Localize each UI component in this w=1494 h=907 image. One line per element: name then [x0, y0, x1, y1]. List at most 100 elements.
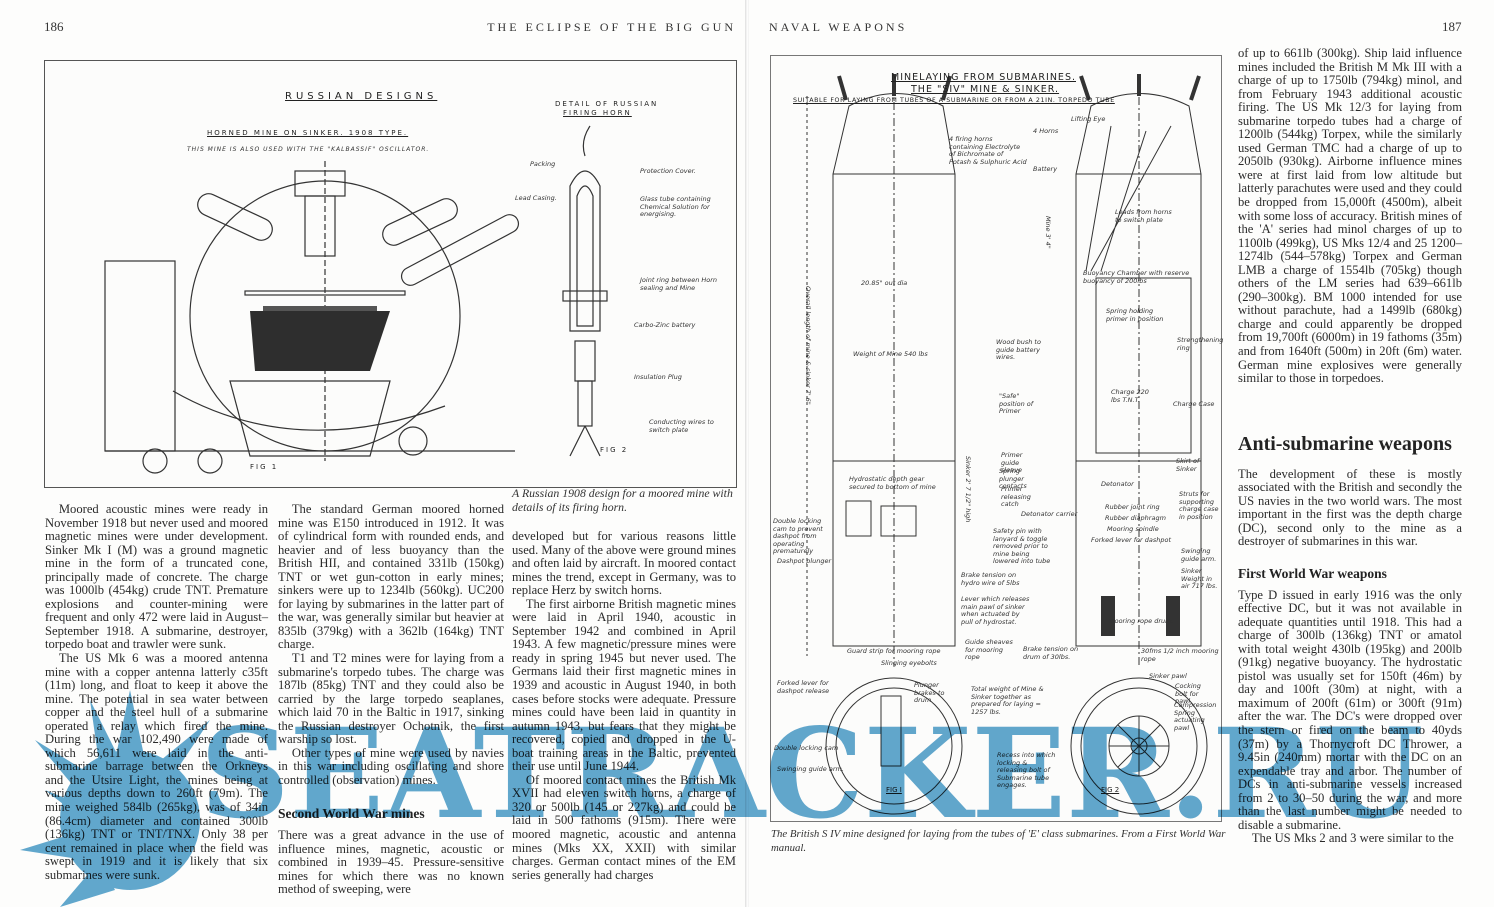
- label-swinging-guide: Swinging guide arm.: [777, 765, 844, 773]
- subheading-ww1-weapons: First World War weapons: [1238, 565, 1387, 581]
- label-cocking-bolt: Cocking bolt for pawl: [1175, 682, 1201, 705]
- label-buoyancy: Buoyancy Chamber with reserve buoyancy o…: [1083, 269, 1190, 285]
- text-column-right: of up to 661lb (300kg). Ship laid influe…: [1238, 46, 1462, 846]
- label-wood-bush: Wood bush to guide battery wires.: [996, 338, 1041, 361]
- label-firing-horns: 4 firing horns containing Electrolyte of…: [949, 135, 1027, 166]
- label-primer-sleeve: Primer guide sleeve: [1001, 451, 1023, 474]
- label-detonator-carrier: Detonator carrier: [1021, 510, 1078, 518]
- label-struts: Struts for supporting charge case in pos…: [1179, 490, 1219, 521]
- label-sinker-length: Sinker 2' 7 1/2" high: [964, 456, 972, 523]
- paragraph: The US Mks 2 and 3 were similar to the: [1251, 831, 1454, 846]
- label-detonator: Detonator: [1101, 480, 1134, 488]
- fig1-label: FIG 1: [250, 463, 279, 471]
- label-spring: Spring holding primer in position: [1106, 307, 1164, 323]
- label-conducting-wires: Conducting wires to switch plate: [649, 418, 714, 434]
- paragraph: The first airborne British magnetic mine…: [512, 596, 736, 774]
- figure-subtitle: HORNED MINE ON SINKER. 1908 TYPE.: [207, 129, 409, 137]
- fig1-label-right: FIG I: [886, 786, 902, 794]
- label-forked-release: Forked lever for dashpot release: [777, 679, 830, 695]
- right-page: NAVAL WEAPONS 187: [749, 0, 1494, 907]
- label-weight-mine: Weight of Mine 540 lbs: [853, 350, 928, 358]
- label-primer-catch: Primer releasing catch: [1001, 485, 1031, 508]
- paragraph: The development of these is mostly assoc…: [1238, 466, 1462, 549]
- fig2-label: FIG 2: [600, 446, 629, 454]
- fig2-label-right: FIG 2: [1101, 786, 1120, 794]
- paragraph: The US Mk 6 was a moored antenna mine wi…: [45, 651, 268, 882]
- paragraph: developed but for various reasons little…: [512, 529, 736, 598]
- label-overall-length: Overall length of mine & sinker 7' 6": [804, 286, 812, 405]
- label-double-locking-cam: Double locking cam: [774, 744, 839, 752]
- paragraph: of up to 661lb (300kg). Ship laid influe…: [1238, 46, 1462, 386]
- label-4-horns: 4 Horns: [1033, 127, 1059, 135]
- russian-mine-drawing: [104, 125, 608, 474]
- running-head-left: THE ECLIPSE OF THE BIG GUN: [487, 20, 736, 34]
- label-mooring-rope: 30fms 1/2 inch mooring rope: [1141, 647, 1219, 663]
- siv-mine-drawing: [806, 74, 1208, 815]
- label-mooring-spindle: Mooring spindle: [1107, 525, 1159, 533]
- label-recess: Recess into which locking & releasing bo…: [997, 751, 1056, 789]
- running-head-right: NAVAL WEAPONS: [769, 20, 908, 34]
- label-swinging-arm: Swinging guide arm.: [1181, 547, 1217, 563]
- figure-title-2: THE "SIV" MINE & SINKER.: [911, 84, 1060, 95]
- figure-caption-left: A Russian 1908 design for a moored mine …: [512, 486, 733, 514]
- figure-russian-designs: RUSSIAN DESIGNS HORNED MINE ON SINKER. 1…: [44, 60, 737, 488]
- left-page: 186 THE ECLIPSE OF THE BIG GUN: [0, 0, 746, 907]
- page-number-left: 186: [44, 19, 64, 34]
- label-skirt: Skirt of Sinker: [1176, 457, 1200, 473]
- text-column-3: developed but for various reasons little…: [512, 529, 736, 882]
- figure-siv-mine: MINELAYING FROM SUBMARINES. THE "SIV" MI…: [770, 55, 1224, 822]
- label-guide-sheaves: Guide sheaves for mooring rope: [965, 638, 1013, 661]
- section-heading-anti-submarine: Anti-submarine weapons: [1238, 432, 1452, 455]
- figure-caption-right: The British S IV mine designed for layin…: [771, 828, 1226, 854]
- label-rope-drum: Mooring rope drum.: [1109, 617, 1174, 625]
- label-forked-lever: Forked lever for dashpot: [1091, 536, 1172, 544]
- figure-note: THIS MINE IS ALSO USED WITH THE "KALBASS…: [187, 146, 430, 153]
- label-spring-plunger: Spring plunger contacts: [999, 467, 1027, 490]
- text-column-2: The standard German moored horned mine w…: [278, 502, 504, 897]
- label-double-cam: Double locking cam to prevent dashpot fr…: [773, 517, 823, 555]
- label-dashpot: Dashpot plunger: [777, 557, 832, 565]
- label-total-weight: Total weight of Mine & Sinker together a…: [971, 685, 1044, 716]
- figure-title-3: SUITABLE FOR LAYING FROM TUBES OF A SUBM…: [793, 97, 1115, 104]
- label-guard-strip: Guard strip for mooring rope: [847, 647, 941, 655]
- paragraph: Moored acoustic mines were ready in Nove…: [45, 502, 268, 652]
- label-leads: Leads from horns to switch plate: [1115, 208, 1172, 224]
- label-joint-ring: Joint ring between Horn sealing and Mine: [640, 276, 718, 292]
- label-brake-drum: Brake tension on drum of 30lbs.: [1023, 645, 1079, 661]
- label-brake-wire: Brake tension on hydro wire of 5lbs: [961, 571, 1020, 587]
- paragraph: The standard German moored horned mine w…: [278, 502, 504, 652]
- paragraph: T1 and T2 mines were for laying from a s…: [278, 651, 504, 747]
- label-lever: Lever which releases main pawl of sinker…: [961, 595, 1030, 626]
- book-gutter: [745, 0, 750, 907]
- figure-title-1: MINELAYING FROM SUBMARINES.: [891, 72, 1076, 83]
- label-sinker-weight: Sinker Weight in air 717 lbs.: [1181, 567, 1218, 590]
- paragraph: Of moored contact mines the British Mk X…: [512, 772, 736, 882]
- label-mine-length: Mine 3' 4": [1044, 216, 1052, 249]
- label-protection-cover: Protection Cover.: [640, 167, 696, 175]
- label-diameter: 20.85" out dia: [861, 279, 908, 287]
- page-number-right: 187: [1442, 19, 1462, 34]
- label-safety-pin: Safety pin with lanyard & toggle removed…: [993, 527, 1051, 565]
- label-lifting-eye: Lifting Eye: [1071, 115, 1106, 123]
- paragraph: Type D issued in early 1916 was the only…: [1238, 587, 1462, 832]
- label-lead-casing: Lead Casing.: [515, 194, 557, 202]
- paragraph: Other types of mine were used by navies …: [278, 745, 504, 787]
- label-plunger-brake: Plunger brakes to drum: [914, 681, 945, 704]
- label-charge-case: Charge Case: [1173, 400, 1215, 408]
- label-safe-position: "Safe" position of Primer: [999, 392, 1034, 415]
- section-heading-ww2-mines: Second World War mines: [278, 806, 425, 822]
- label-insulation-plug: Insulation Plug: [634, 373, 682, 381]
- detail-title-1: DETAIL OF RUSSIAN: [555, 100, 659, 108]
- figure-title: RUSSIAN DESIGNS: [285, 91, 438, 102]
- paragraph: There was a great advance in the use of …: [278, 828, 504, 897]
- label-charge: Charge 220 lbs T.N.T.: [1111, 388, 1149, 404]
- label-battery: Battery: [1033, 165, 1058, 173]
- label-battery: Carbo-Zinc battery: [634, 321, 696, 329]
- label-glass-tube: Glass tube containing Chemical Solution …: [640, 195, 711, 218]
- label-rubber-diaphragm: Rubber diaphragm: [1105, 514, 1166, 522]
- label-slinging-eyebolts: Slinging eyebolts: [881, 659, 937, 667]
- label-sinker-pawl: Sinker pawl: [1149, 672, 1187, 680]
- text-column-1: Moored acoustic mines were ready in Nove…: [45, 502, 268, 882]
- label-hydrostatic: Hydrostatic depth gear secured to bottom…: [849, 475, 936, 491]
- label-strengthening: Strengthening ring: [1177, 336, 1224, 352]
